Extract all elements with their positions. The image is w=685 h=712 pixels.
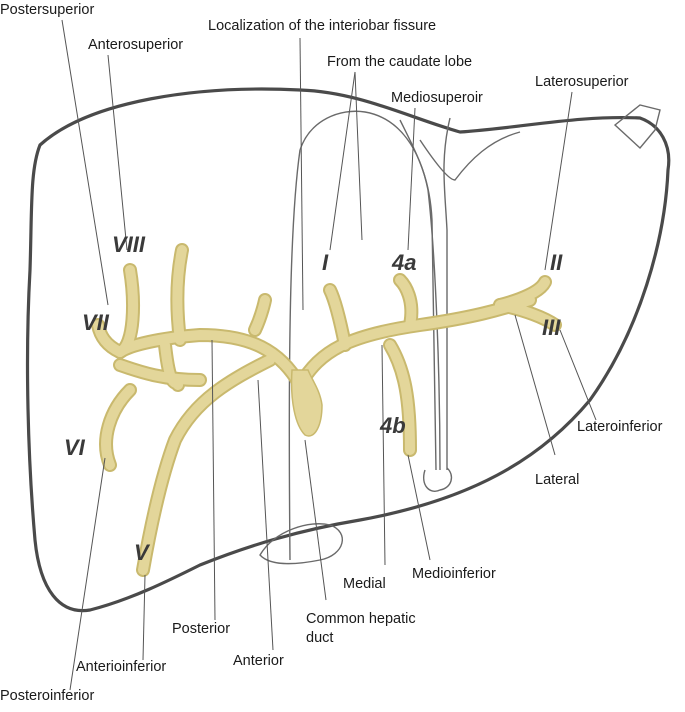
biliary-tree [91, 243, 562, 577]
fissure-line [288, 149, 301, 561]
label-lateral: Lateral [535, 472, 579, 488]
leader-lines [61, 19, 597, 691]
label-common-hepatic-1: Common hepatic [306, 611, 416, 627]
label-medioinferior: Medioinferior [412, 566, 496, 582]
caudate-bulge [259, 523, 343, 565]
label-posteroinferior: Posteroinferior [0, 688, 94, 704]
segment-4b-label: 4b [379, 413, 406, 438]
segment-ii-label: II [550, 250, 563, 275]
segment-viii-label: VIII [112, 232, 146, 257]
segment-4a-label: 4a [391, 250, 416, 275]
label-medial: Medial [343, 576, 386, 592]
label-caudate-lobe: From the caudate lobe [327, 54, 472, 70]
label-mediosuperoir: Mediosuperoir [391, 90, 483, 106]
label-lateroinferior: Lateroinferior [577, 419, 663, 435]
ligament-tip [613, 104, 661, 150]
liver-outline [25, 87, 671, 613]
label-common-hepatic-2: duct [306, 630, 333, 646]
segment-vi-label: VI [64, 435, 86, 460]
label-interlobar-fissure: Localization of the interiobar fissure [208, 18, 436, 34]
label-postersuperior: Postersuperior [0, 2, 94, 18]
round-ligament-end [423, 467, 453, 492]
segment-i-label: I [322, 250, 329, 275]
segment-iii-label: III [542, 315, 561, 340]
label-posterior: Posterior [172, 621, 230, 637]
label-laterosuperior: Laterosuperior [535, 74, 629, 90]
label-anterior: Anterior [233, 653, 284, 669]
falciform-ligament [419, 131, 521, 181]
label-anterosuperior: Anterosuperior [88, 37, 183, 53]
segment-v-label: V [134, 540, 151, 565]
ligamentum-teres [399, 117, 451, 471]
label-anterioinferior: Anterioinferior [76, 659, 166, 675]
segment-vii-label: VII [82, 310, 110, 335]
